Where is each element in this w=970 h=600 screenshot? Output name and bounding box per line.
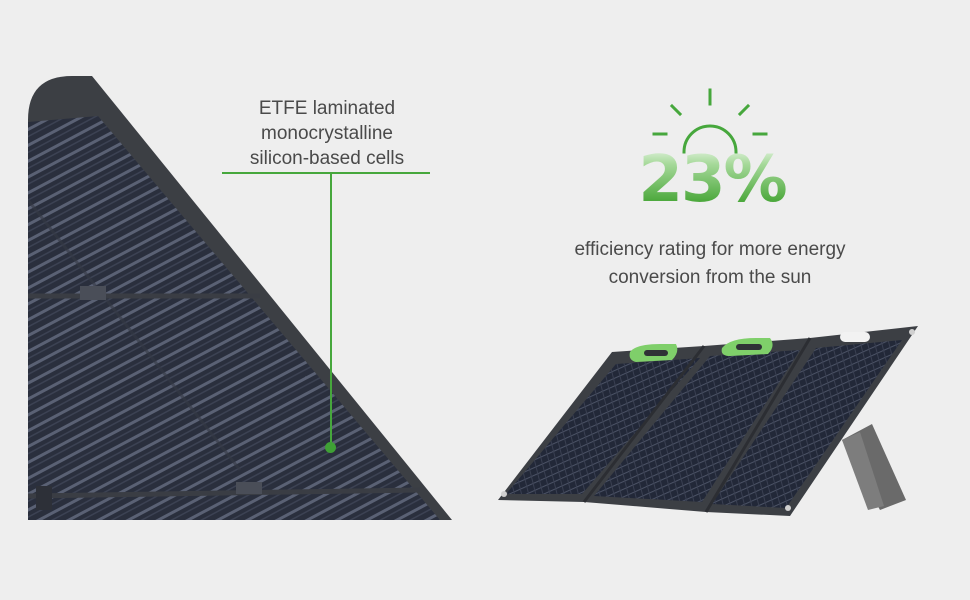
callout-leader-line (330, 173, 332, 447)
callout-line-3: silicon-based cells (249, 148, 405, 169)
callout-pointer-dot (325, 442, 336, 453)
sun-icon (652, 88, 768, 154)
callout-line-2: monocrystalline (261, 123, 393, 144)
efficiency-value: 23% (612, 140, 812, 220)
efficiency-description: efficiency rating for more energy conver… (520, 236, 900, 292)
efficiency-description-line-1: efficiency rating for more energy (574, 239, 846, 260)
callout-underline (222, 172, 430, 174)
cell-type-callout: ETFE laminated monocrystalline silicon-b… (222, 96, 432, 171)
callout-line-1: ETFE laminated (258, 98, 396, 119)
efficiency-description-line-2: conversion from the sun (608, 267, 812, 288)
